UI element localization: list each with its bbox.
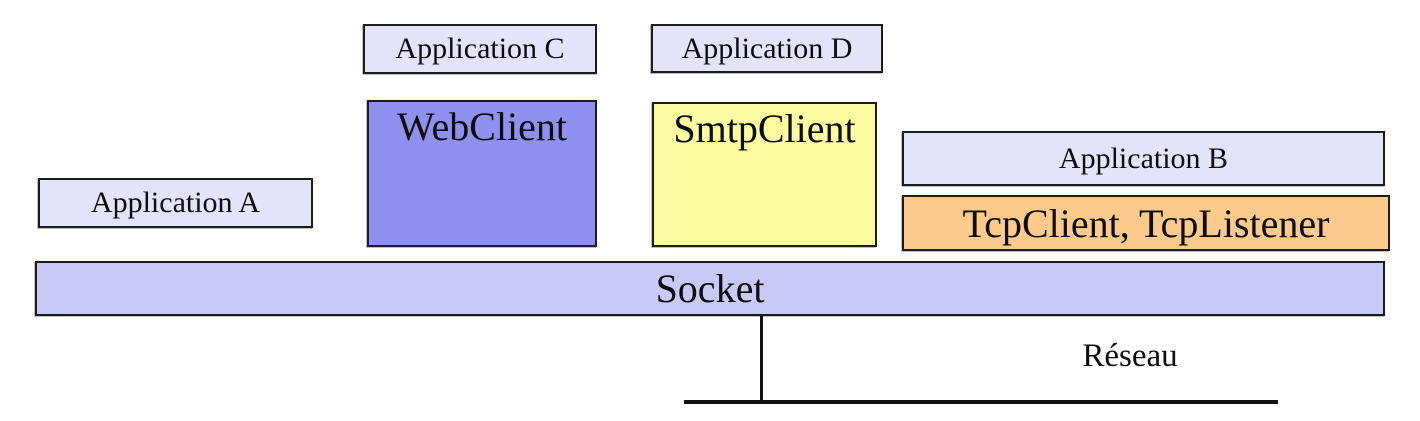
application-c-box: Application C: [363, 24, 597, 74]
webclient-box: WebClient: [367, 100, 597, 247]
smtpclient-label: SmtpClient: [673, 106, 856, 151]
application-c-label: Application C: [395, 32, 565, 65]
application-d-label: Application D: [681, 31, 853, 65]
socket-bar: Socket: [35, 261, 1385, 316]
application-a-box: Application A: [38, 178, 313, 228]
network-bus-line: [684, 400, 1278, 404]
socket-label: Socket: [655, 266, 765, 311]
application-b-box: Application B: [902, 131, 1385, 186]
tcpclient-tcplistener-label: TcpClient, TcpListener: [962, 200, 1330, 246]
webclient-label: WebClient: [396, 104, 568, 149]
application-a-label: Application A: [90, 186, 261, 219]
application-b-label: Application B: [1058, 141, 1229, 175]
smtpclient-box: SmtpClient: [652, 102, 877, 247]
application-d-box: Application D: [651, 24, 883, 73]
socket-to-network-connector-line: [760, 316, 763, 402]
network-label: Réseau: [1082, 338, 1178, 374]
tcpclient-tcplistener-box: TcpClient, TcpListener: [902, 195, 1390, 251]
